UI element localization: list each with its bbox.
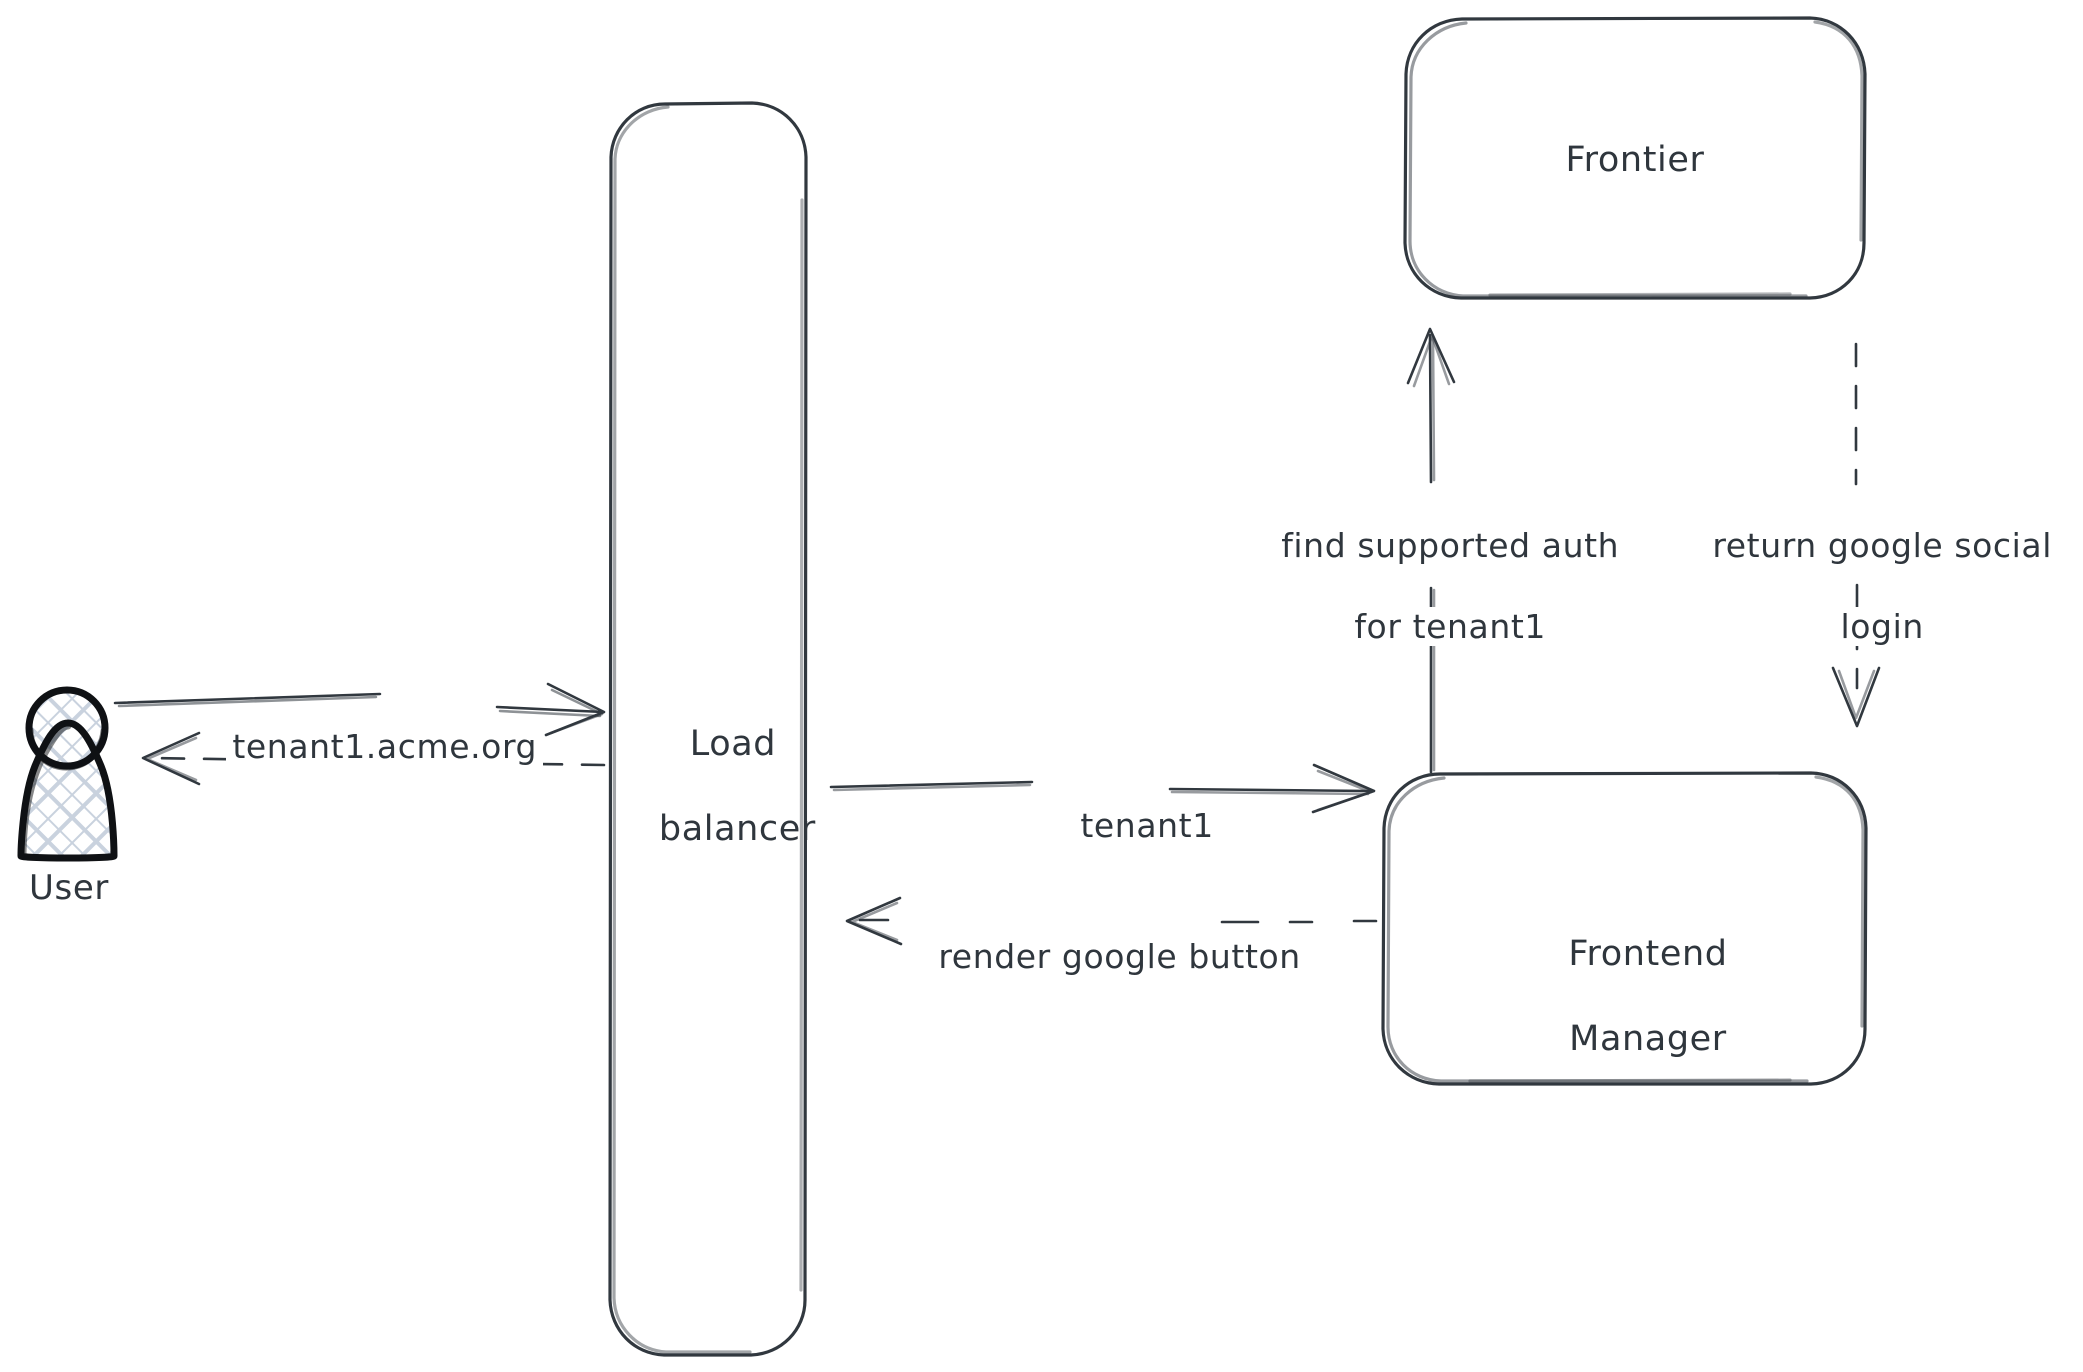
edge-label-user-to-lb: tenant1.acme.org [182, 687, 544, 808]
edge-label-frontier-to-fm-line2: login [1834, 606, 1930, 646]
load-balancer-label: Load balancer [612, 680, 815, 893]
frontier-label: Frontier [1565, 140, 1705, 180]
edge-label-frontier-to-fm: return google social login [1655, 486, 2065, 687]
edge-label-lb-to-fm: tenant1 [1030, 766, 1220, 887]
frontend-manager-label-line2: Manager [1569, 1019, 1727, 1060]
frontend-manager-label: Frontend Manager [1383, 890, 1866, 1103]
user-actor-icon [17, 686, 118, 862]
edge-user-to-lb [113, 682, 606, 737]
load-balancer-shape[interactable] [608, 101, 808, 1357]
edge-lb-to-fm [829, 763, 1376, 814]
edge-label-fm-to-frontier-line2: for tenant1 [1348, 606, 1553, 646]
edge-label-fm-to-frontier: find supported auth for tenant1 [1218, 486, 1638, 687]
frontend-manager-shape[interactable] [1381, 771, 1868, 1086]
user-label: User [29, 868, 109, 908]
load-balancer-label-line2: balancer [658, 809, 816, 850]
frontier-shape[interactable] [1403, 16, 1867, 300]
frontend-manager-label-line1: Frontend [1568, 933, 1728, 974]
edge-label-fm-to-lb: render google button [888, 897, 1307, 1018]
edge-label-frontier-to-fm-line1: return google social [1706, 526, 2059, 566]
edge-label-fm-to-frontier-line1: find supported auth [1275, 526, 1626, 566]
edge-fm-to-lb [845, 896, 1378, 946]
load-balancer-label-line1: Load [689, 723, 777, 764]
